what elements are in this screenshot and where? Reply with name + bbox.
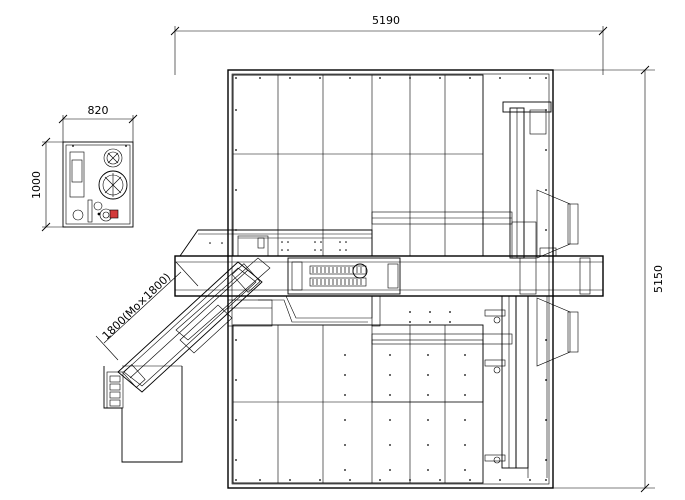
overall-height-label: 5150 xyxy=(652,265,665,293)
dimension-top: 5190 xyxy=(170,14,608,75)
gantry-rails xyxy=(371,101,579,478)
feed-table xyxy=(179,229,373,257)
control-unit xyxy=(62,141,134,228)
unit-width-label: 820 xyxy=(88,104,109,117)
upper-panel-grid xyxy=(232,74,484,257)
main-frame xyxy=(227,69,554,489)
dimension-unit-height: 1000 xyxy=(30,137,66,232)
beam-gauge-icon xyxy=(352,263,368,279)
overall-width-label: 5190 xyxy=(372,14,400,27)
red-indicator-icon xyxy=(109,209,119,219)
vent-slots xyxy=(312,267,362,285)
hopper xyxy=(103,365,183,463)
dimension-right: 5150 xyxy=(553,65,665,493)
central-beam xyxy=(174,255,604,327)
dimension-unit-width: 820 xyxy=(58,104,138,142)
unit-height-label: 1000 xyxy=(30,171,43,199)
lower-panel-grid xyxy=(232,324,484,484)
feeder-box xyxy=(227,299,273,327)
frame-rivets xyxy=(235,77,547,481)
